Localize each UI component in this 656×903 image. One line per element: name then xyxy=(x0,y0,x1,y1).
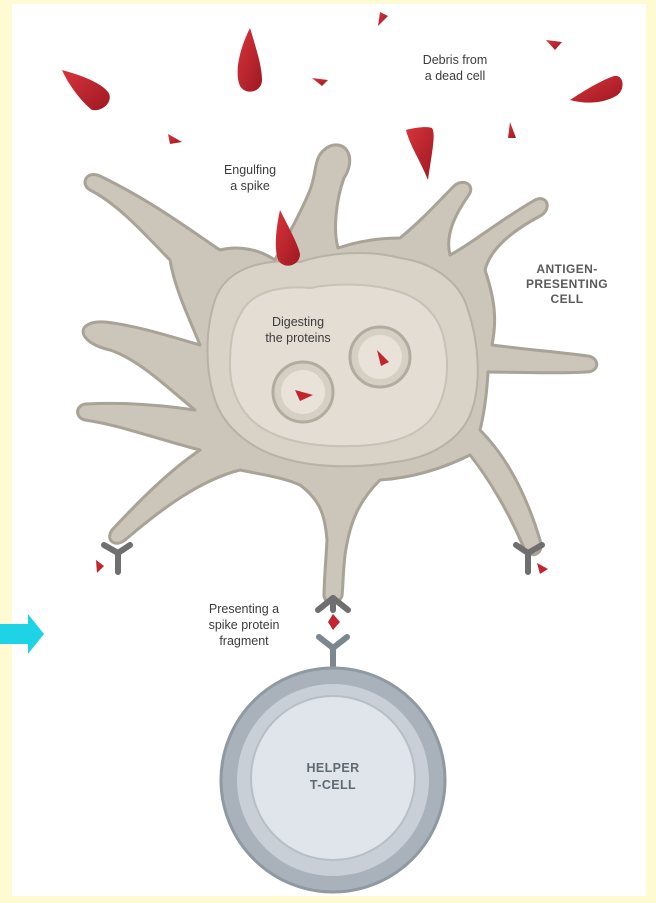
label-digesting: Digesting the proteins xyxy=(248,314,348,346)
label-engulfing: Engulfing a spike xyxy=(200,162,300,194)
label-antigen-presenting-cell: ANTIGEN- PRESENTING CELL xyxy=(510,262,624,307)
receptor-right xyxy=(516,545,542,572)
spike-3 xyxy=(378,12,388,26)
label-helper-t-cell: HELPER T-CELL xyxy=(283,760,383,794)
label-presenting: Presenting a spike protein fragment xyxy=(190,601,298,649)
cell-inner-region xyxy=(230,285,447,447)
receptor-bottom xyxy=(318,598,348,610)
spike-6 xyxy=(168,134,182,144)
presented-fragment-right xyxy=(537,563,548,574)
spike-9 xyxy=(508,122,516,138)
vesicle-2-inner xyxy=(281,370,325,414)
presented-fragment-left xyxy=(96,560,104,573)
presented-fragment-bottom xyxy=(328,614,340,630)
spike-8 xyxy=(406,127,434,180)
spike-7 xyxy=(570,76,623,103)
antigen-presenting-cell xyxy=(78,145,597,604)
spike-4 xyxy=(546,40,562,50)
arrow-right-icon xyxy=(0,614,44,654)
spike-5 xyxy=(312,78,328,86)
receptor-left xyxy=(104,545,130,572)
spike-1 xyxy=(62,70,110,110)
label-debris: Debris from a dead cell xyxy=(400,52,510,84)
spike-2 xyxy=(238,28,262,92)
